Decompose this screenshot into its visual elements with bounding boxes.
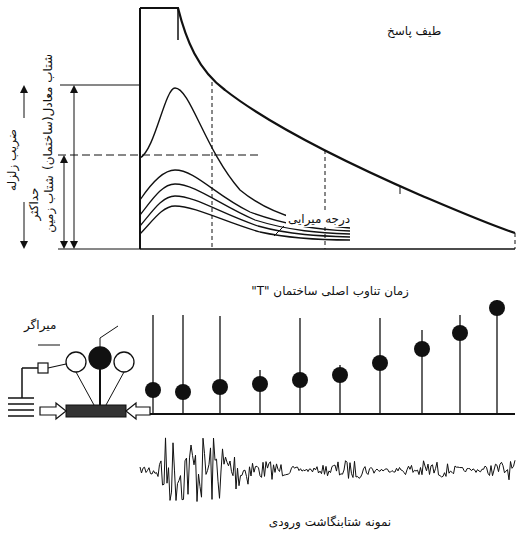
pendulum-mass [332, 367, 348, 383]
pendulum-mass [292, 372, 308, 388]
dimension-label: شتاب معادل(ساختمان) [41, 52, 56, 172]
part-label: میراگر [22, 318, 58, 333]
caption-label: نمونه شتابنگاشت ورودی [267, 515, 393, 530]
dimension-label: حداکثر شتاب زمین [27, 170, 57, 238]
pendulum-stem [152, 315, 153, 414]
accelerogram-trace [140, 438, 515, 502]
pendulum-mass [145, 382, 161, 398]
pendulum-row [145, 300, 505, 414]
pendulum-mass [175, 384, 191, 400]
axis-label: ضریب زلزله [5, 127, 20, 193]
curve-label: درجه میرایی [286, 212, 352, 227]
pendulum-mass [414, 341, 430, 357]
pendulum-stem [299, 318, 300, 414]
pendulum-mass [252, 376, 268, 392]
pendulum-mass [212, 379, 228, 395]
pendulum-mass [489, 300, 505, 316]
pendulum-stem [219, 316, 220, 414]
pendulum-mass [452, 325, 468, 341]
pendulum-stem [496, 300, 497, 414]
axis-label: زمان تناوب اصلی ساختمان "T" [249, 284, 411, 299]
pendulum-mass [372, 355, 388, 371]
chart-title: طیف پاسخ [385, 24, 443, 39]
